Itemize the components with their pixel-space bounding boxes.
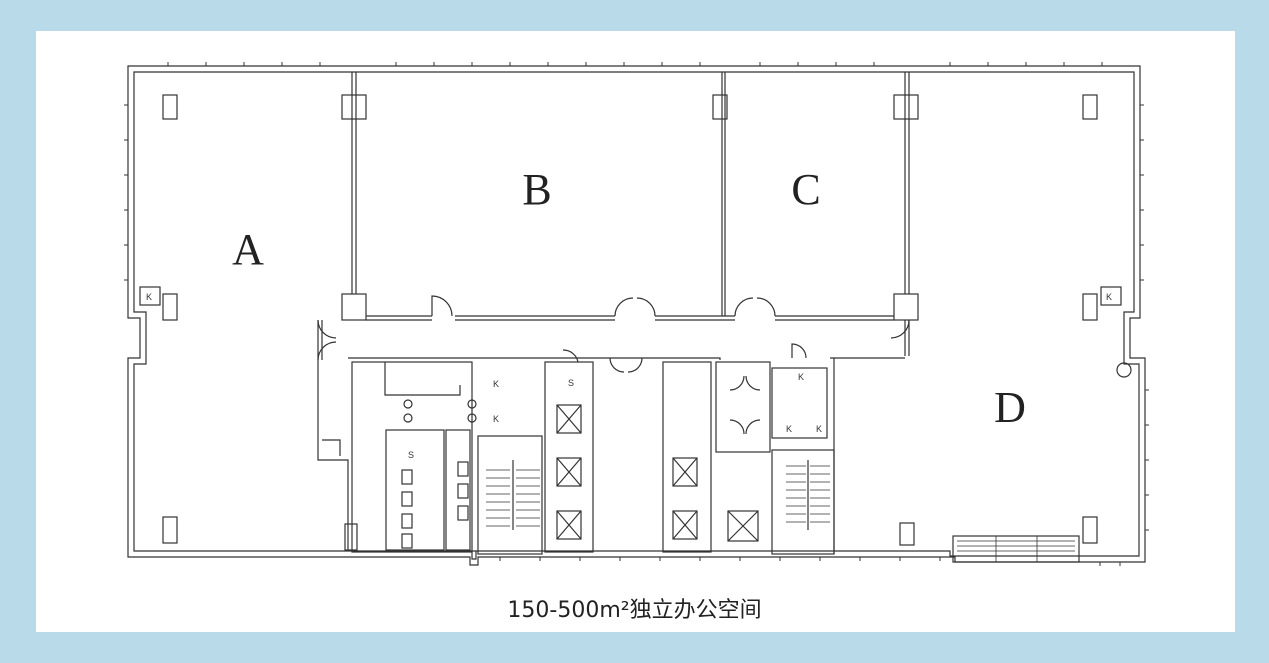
svg-text:K: K (493, 414, 499, 424)
svg-text:K: K (816, 424, 822, 434)
unit-a-label: A (232, 225, 264, 274)
svg-text:K: K (786, 424, 792, 434)
svg-text:K: K (1106, 292, 1112, 302)
plan-card (36, 31, 1235, 632)
unit-b-label: B (522, 165, 551, 214)
svg-text:S: S (408, 450, 414, 460)
svg-text:K: K (146, 292, 152, 302)
inner-wall (133, 71, 1140, 560)
toilet-icons (401, 399, 477, 549)
outer-wall (127, 65, 1146, 566)
svg-text:S: S (568, 378, 574, 388)
svg-text:K: K (493, 379, 499, 389)
svg-text:K: K (798, 372, 804, 382)
unit-c-label: C (791, 165, 820, 214)
plan-caption: 150-500m²独立办公空间 (507, 598, 762, 623)
unit-d-label: D (994, 383, 1026, 432)
